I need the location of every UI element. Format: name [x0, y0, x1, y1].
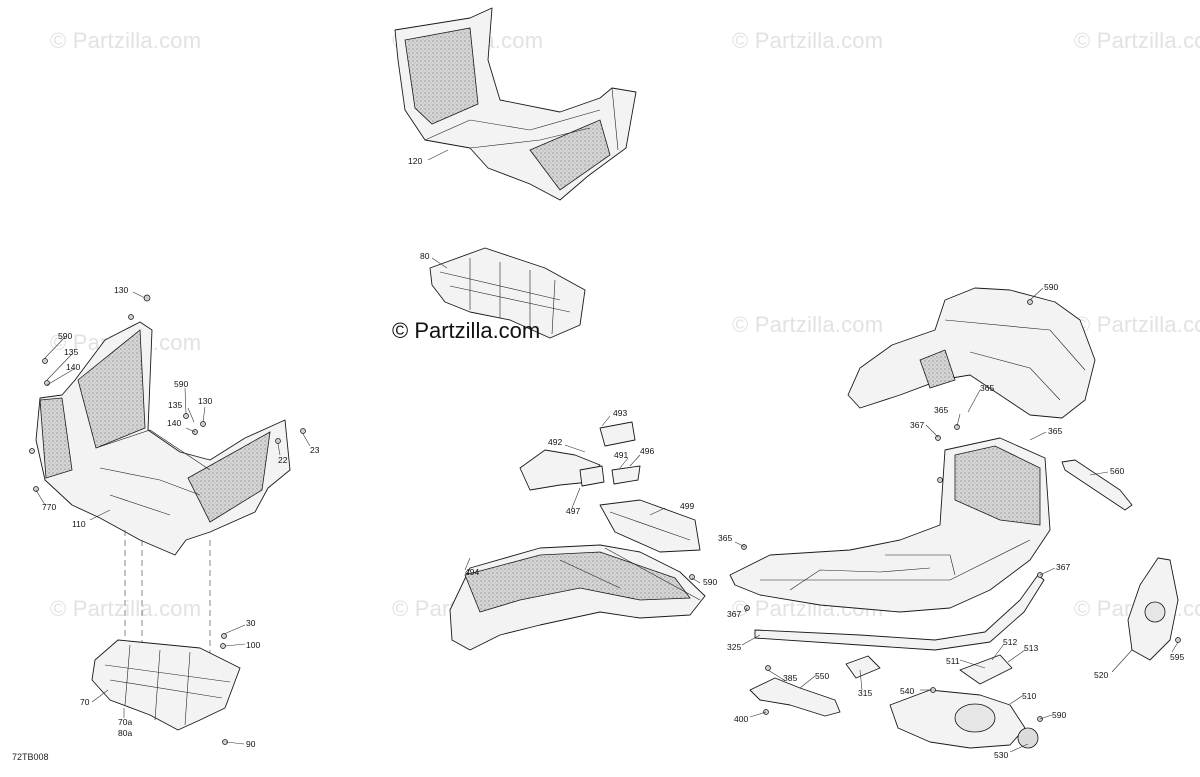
callout-label: 494: [465, 567, 479, 577]
callout-label: 493: [613, 408, 627, 418]
callout-label: 497: [566, 506, 580, 516]
diagram-code: 72TB008: [12, 752, 49, 762]
callout-label: 367: [727, 609, 741, 619]
callout-label: 510: [1022, 691, 1036, 701]
part-120-footwell-tub: [394, 7, 637, 201]
part-494-fender: [449, 544, 706, 651]
watermark: © Partzilla.com: [732, 28, 884, 53]
callout-label: 511: [946, 656, 960, 666]
center-watermark: © Partzilla.com: [392, 318, 541, 343]
callout-label: 590: [1044, 282, 1058, 292]
callout-label: 315: [858, 688, 872, 698]
callout-label: 90: [246, 739, 256, 749]
callout-label: 23: [310, 445, 320, 455]
callout-label: 365: [1048, 426, 1062, 436]
callout-label: 135: [168, 400, 182, 410]
callout-label: 365: [718, 533, 732, 543]
part-110-left-footwell: [35, 321, 291, 556]
fasteners: [29, 294, 1181, 745]
small-parts-49x: [519, 421, 641, 491]
callout-label: 80a: [118, 728, 132, 738]
part-520-light: [1127, 557, 1179, 661]
watermark: © Partzilla.com: [50, 596, 202, 621]
callout-label: 367: [910, 420, 924, 430]
callout-label: 140: [66, 362, 80, 372]
callout-label: 140: [167, 418, 181, 428]
callout-labels: 120 80 130 590 135 140 590 135 130 140 2…: [42, 156, 1184, 760]
callout-label: 130: [198, 396, 212, 406]
callout-label: 367: [1056, 562, 1070, 572]
callout-label: 70: [80, 697, 90, 707]
watermark: © Partzilla.com: [1074, 28, 1200, 53]
callout-label: 30: [246, 618, 256, 628]
part-365-rear-rack: [729, 437, 1051, 613]
callout-label: 595: [1170, 652, 1184, 662]
callout-label: 513: [1024, 643, 1038, 653]
callout-label: 130: [114, 285, 128, 295]
watermark: © Partzilla.com: [50, 28, 202, 53]
callout-label: 120: [408, 156, 422, 166]
callout-label: 365: [934, 405, 948, 415]
callout-label: 770: [42, 502, 56, 512]
part-510-taillight: [889, 654, 1039, 749]
callout-label: 496: [640, 446, 654, 456]
part-325-trim: [754, 574, 1045, 651]
part-80-bracket: [429, 247, 586, 339]
leader-lines: [35, 149, 1179, 753]
part-315-trim: [845, 655, 881, 679]
callout-label: 491: [614, 450, 628, 460]
callout-label: 385: [783, 673, 797, 683]
callout-label: 325: [727, 642, 741, 652]
callout-label: 80: [420, 251, 430, 261]
callout-label: 22: [278, 455, 288, 465]
callout-label: 70a: [118, 717, 132, 727]
callout-label: 492: [548, 437, 562, 447]
callout-label: 512: [1003, 637, 1017, 647]
callout-label: 400: [734, 714, 748, 724]
callout-label: 530: [994, 750, 1008, 760]
callout-label: 499: [680, 501, 694, 511]
part-590-rear-cover: [847, 287, 1096, 419]
part-499-panel: [599, 499, 701, 553]
callout-label: 590: [1052, 710, 1066, 720]
watermark: © Partzilla.com: [732, 312, 884, 337]
callout-label: 100: [246, 640, 260, 650]
part-550-bracket: [749, 677, 841, 717]
callout-label: 590: [703, 577, 717, 587]
part-560-strap: [1061, 459, 1133, 511]
callout-label: 110: [72, 519, 86, 529]
callout-label: 540: [900, 686, 914, 696]
watermark: © Partzilla.com: [1074, 312, 1200, 337]
callout-label: 365: [980, 383, 994, 393]
callout-label: 590: [58, 331, 72, 341]
callout-label: 560: [1110, 466, 1124, 476]
callout-label: 520: [1094, 670, 1108, 680]
part-70-grate: [91, 639, 241, 731]
callout-label: 590: [174, 379, 188, 389]
callout-label: 550: [815, 671, 829, 681]
callout-label: 135: [64, 347, 78, 357]
